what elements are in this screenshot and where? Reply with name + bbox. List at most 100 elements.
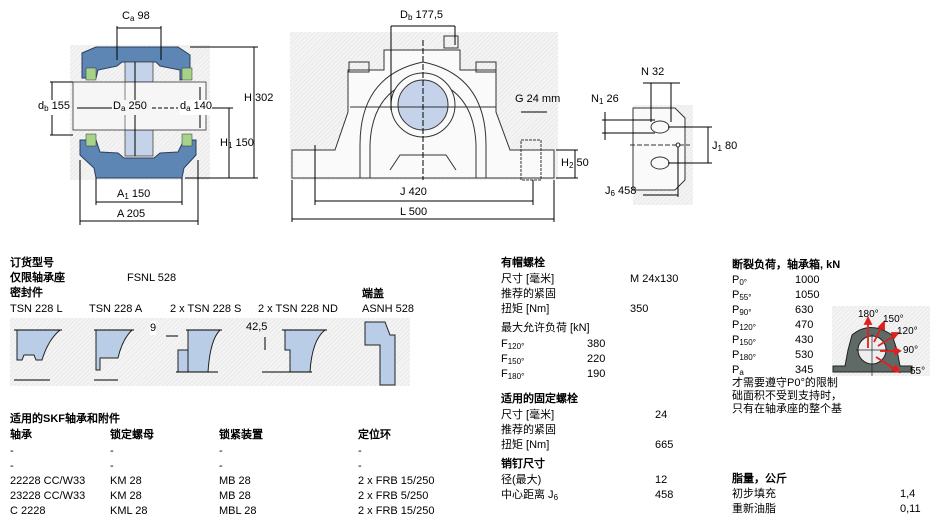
attachment-torque-value: 665: [655, 439, 674, 451]
breaking-note-2: 础面积不受到支持时，: [732, 390, 842, 402]
table-cell[interactable]: 2 x FRB 15/250: [358, 505, 435, 517]
table-cell[interactable]: KM 28: [110, 475, 142, 487]
table-cell: -: [110, 445, 114, 457]
table-cell[interactable]: MBL 28: [219, 505, 257, 517]
col-header-locating-ring: 定位环: [358, 429, 391, 441]
breaking-load-value: 430: [795, 334, 814, 346]
load-direction-svg: [832, 315, 913, 376]
breaking-load-label: P150°: [732, 334, 756, 347]
table-cell: -: [219, 460, 223, 472]
dim-a1: A1 150: [117, 188, 151, 201]
breaking-note-3: 只有在轴承座的整个基: [732, 403, 842, 415]
col-header-locknut: 锁定螺母: [110, 429, 154, 441]
dim-g: G 24 mm: [515, 93, 561, 105]
grease-relub-value: 0,11: [900, 503, 921, 515]
breaking-load-label: P0°: [732, 274, 747, 287]
table-cell[interactable]: KML 28: [110, 505, 148, 517]
dim-j6: J6 458: [605, 185, 637, 198]
breaking-note-1: 才需要遵守P0°的限制: [732, 377, 838, 389]
table-cell[interactable]: 23228 CC/W33: [10, 490, 86, 502]
table-cell[interactable]: MB 28: [219, 475, 251, 487]
cap-bolts-heading: 有帽螺栓: [501, 257, 545, 269]
seal-tsn-a[interactable]: TSN 228 A: [89, 303, 143, 315]
dim-n1: N1 26: [591, 93, 619, 106]
seal-tsn-nd[interactable]: 2 x TSN 228 ND: [258, 303, 338, 315]
breaking-load-value: 470: [795, 319, 814, 331]
max-load-label: 最大允许负荷 [kN]: [501, 322, 590, 334]
load-f120-value: 380: [587, 338, 606, 350]
housing-value[interactable]: FSNL 528: [127, 272, 177, 284]
table-cell[interactable]: KM 28: [110, 490, 142, 502]
cap-bolts-torque-label1: 推荐的紧固: [501, 288, 556, 300]
breaking-load-value: 630: [795, 304, 814, 316]
col-header-locking-device: 锁紧装置: [219, 429, 263, 441]
seal-images-svg: [14, 321, 396, 386]
breaking-load-value: 1000: [795, 274, 820, 286]
table-cell[interactable]: 2 x FRB 5/250: [358, 490, 429, 502]
dim-ca: Ca 98: [122, 10, 150, 23]
grease-relub-label: 重新油脂: [732, 503, 776, 515]
dim-n: N 32: [641, 66, 665, 78]
dowel-center-value: 458: [655, 489, 674, 501]
table-cell: -: [358, 445, 362, 457]
col-header-bearing: 轴承: [10, 429, 32, 441]
breaking-load-label: Pa: [732, 364, 744, 377]
seal-tsn-l[interactable]: TSN 228 L: [10, 303, 63, 315]
foot-view-svg: [602, 82, 712, 197]
load-f150: F150°: [501, 353, 525, 366]
breaking-loads-heading: 断裂负荷，轴承箱, kN: [732, 259, 841, 271]
table-cell[interactable]: MB 28: [219, 490, 251, 502]
attachment-torque-label2: 扭矩 [Nm]: [501, 439, 550, 451]
seals-heading: 密封件: [10, 287, 43, 299]
load-f120: F120°: [501, 338, 525, 351]
attachment-bolts-heading: 适用的固定螺栓: [501, 393, 578, 405]
seal-tsn-s[interactable]: 2 x TSN 228 S: [170, 303, 242, 315]
load-f180: F180°: [501, 368, 525, 381]
applicable-heading: 适用的SKF轴承和附件: [10, 413, 120, 425]
breaking-load-value: 1050: [795, 289, 820, 301]
breaking-load-value: 530: [795, 349, 814, 361]
angle-55: 55°: [910, 366, 926, 377]
breaking-load-label: P55°: [732, 289, 752, 302]
table-cell[interactable]: C 2228: [10, 505, 46, 517]
angle-120: 120°: [897, 326, 918, 337]
table-cell: -: [358, 460, 362, 472]
attachment-torque-label1: 推荐的紧固: [501, 424, 556, 436]
table-cell[interactable]: 2 x FRB 15/250: [358, 475, 435, 487]
dim-db: db 155: [38, 100, 70, 115]
breaking-load-value: 345: [795, 364, 814, 376]
dim-h2: H2 50: [561, 157, 589, 170]
load-f180-value: 190: [587, 368, 606, 380]
load-f150-value: 220: [587, 353, 606, 365]
cap-bolts-torque-label2: 扭矩 [Nm]: [501, 303, 550, 315]
dim-h1: H1 150: [220, 137, 254, 150]
grease-initial-label: 初步填充: [732, 488, 776, 500]
housing-label: 仅限轴承座: [10, 272, 65, 284]
cap-bolts-size-label: 尺寸 [毫米]: [501, 273, 555, 285]
dim-a: A 205: [117, 208, 146, 220]
dim-da: da 140: [180, 100, 212, 115]
angle-150: 150°: [883, 314, 904, 325]
table-cell[interactable]: 22228 CC/W33: [10, 475, 86, 487]
dim-h: H 302: [244, 92, 274, 104]
end-cover-value[interactable]: ASNH 528: [362, 303, 414, 315]
breaking-load-label: P120°: [732, 319, 756, 332]
breaking-load-label: P180°: [732, 349, 756, 362]
dim-l: L 500: [400, 206, 428, 218]
end-cover-heading: 端盖: [362, 288, 384, 300]
dim-j: J 420: [400, 186, 427, 198]
dim-db-front: Db 177,5: [400, 9, 443, 22]
order-heading: 订货型号: [10, 257, 54, 269]
table-cell: -: [110, 460, 114, 472]
dowel-dia-label: 径(最大): [501, 474, 542, 486]
grease-initial-value: 1,4: [900, 488, 916, 500]
grease-heading: 脂量，公斤: [732, 473, 787, 485]
dim-j1: J1 80: [712, 140, 738, 153]
table-cell: -: [10, 445, 14, 457]
table-cell: -: [219, 445, 223, 457]
dim-Da: Da 250: [113, 100, 147, 115]
cap-bolts-torque-value: 350: [630, 303, 649, 315]
angle-180: 180°: [858, 309, 879, 320]
breaking-load-label: P90°: [732, 304, 752, 317]
front-view-svg: [291, 25, 578, 222]
